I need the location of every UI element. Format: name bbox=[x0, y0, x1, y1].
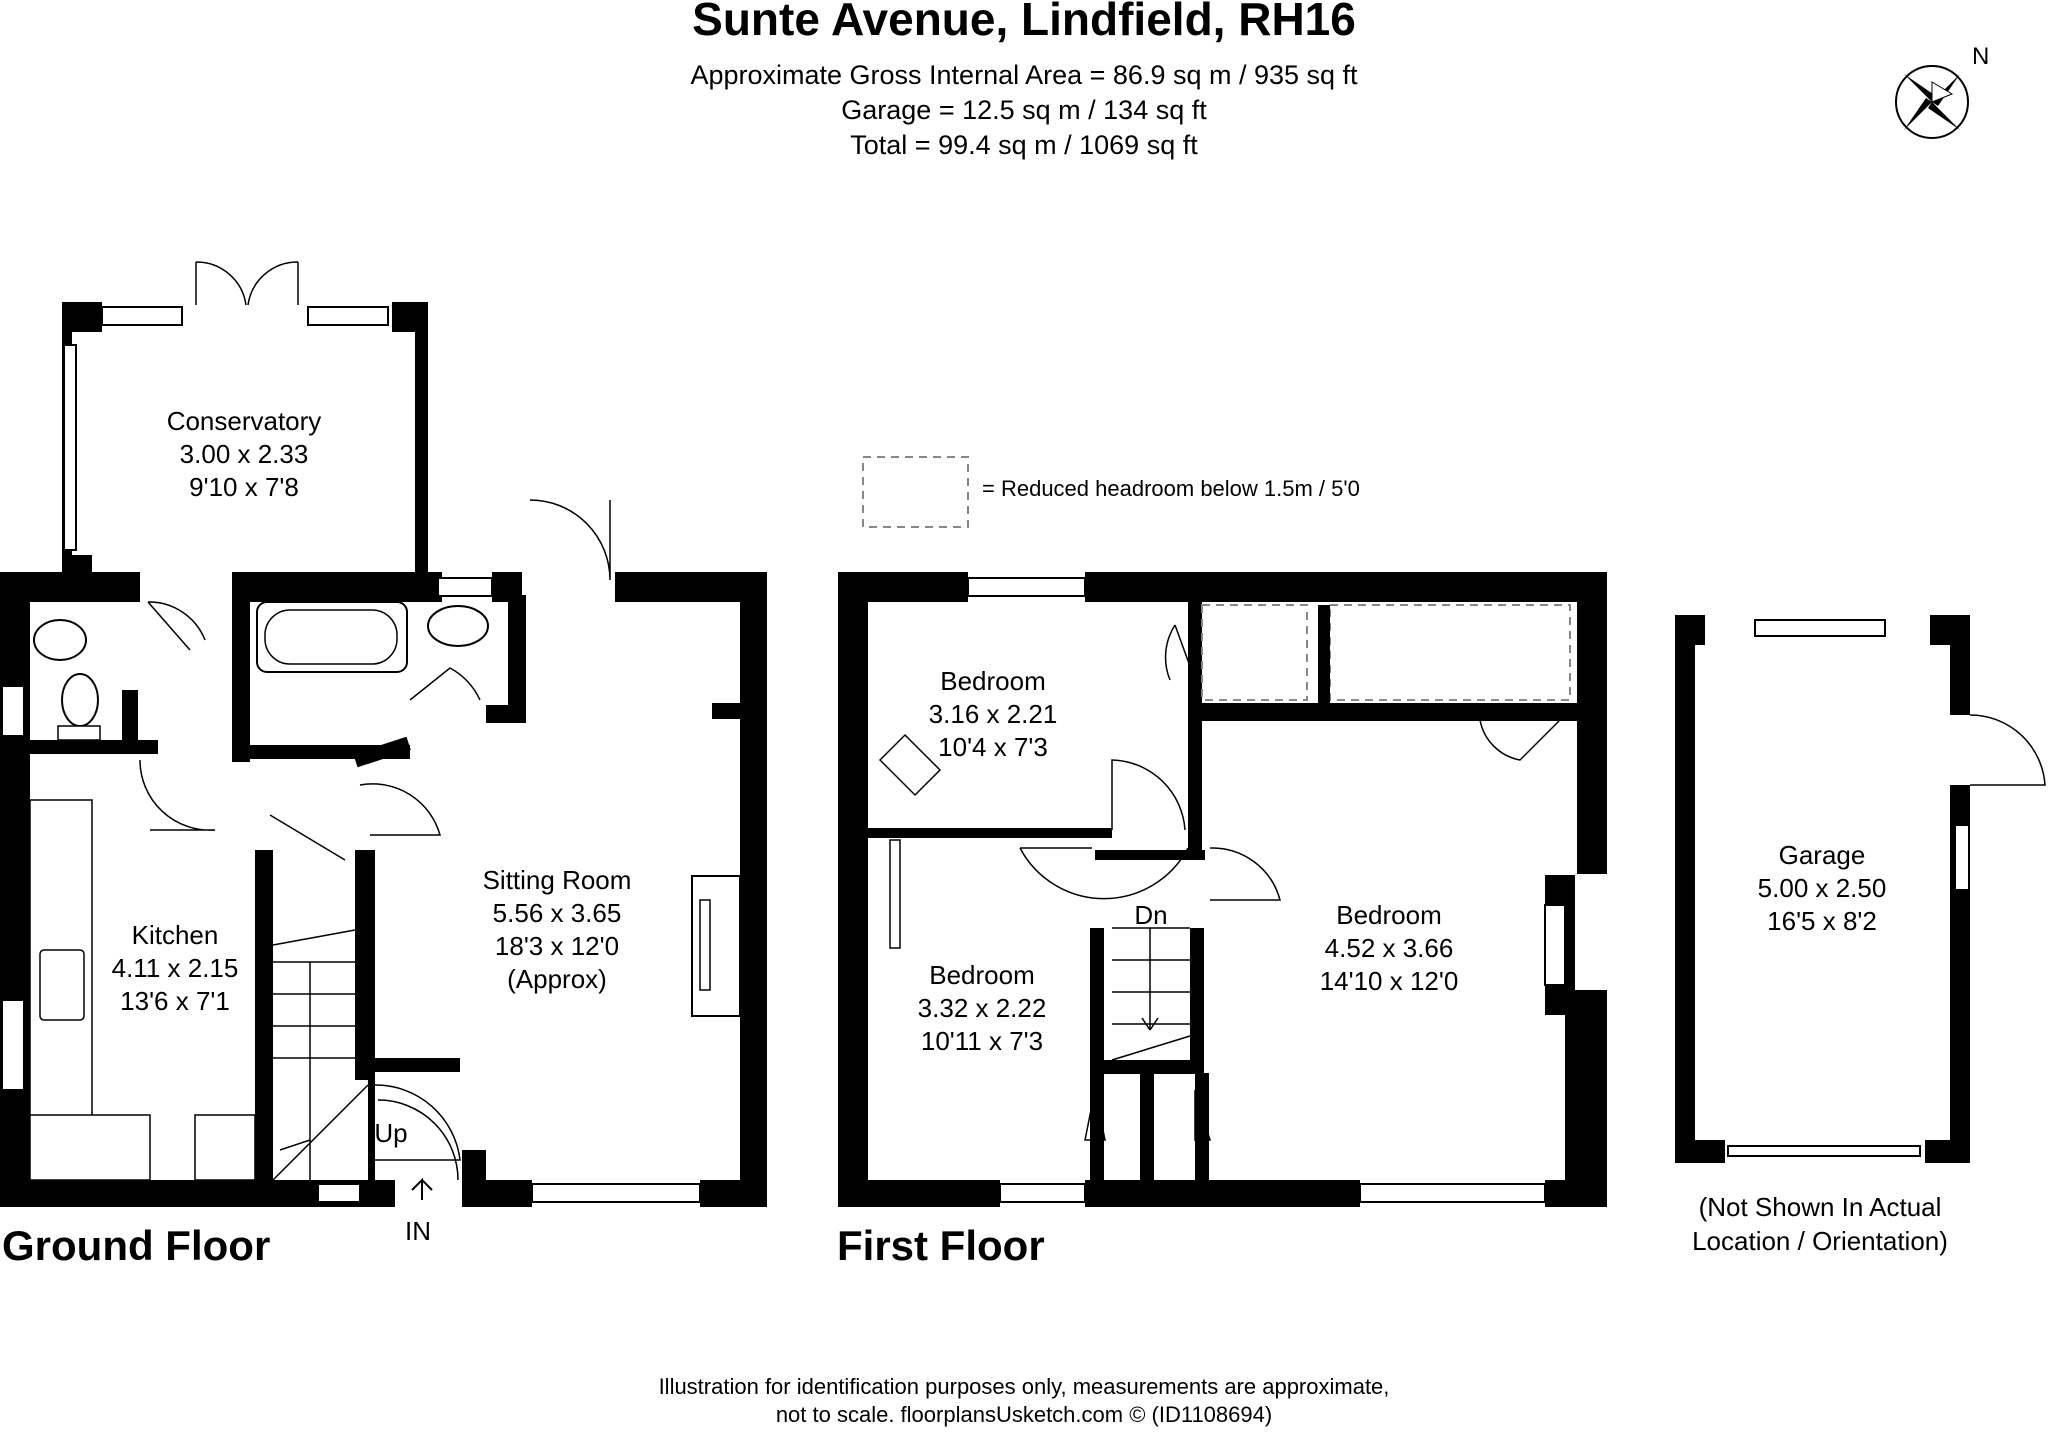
bedroom-main-imperial: 14'10 x 12'0 bbox=[1320, 966, 1459, 996]
kitchen-imperial: 13'6 x 7'1 bbox=[120, 986, 230, 1016]
disclaimer-line2: not to scale. floorplansUsketch.com © (I… bbox=[775, 1402, 1273, 1427]
bedroom-small-metric: 3.16 x 2.21 bbox=[929, 699, 1058, 729]
garage-name: Garage bbox=[1779, 840, 1866, 870]
sitting-room-imperial: 18'3 x 12'0 bbox=[495, 931, 619, 961]
compass-north-label: N bbox=[1972, 44, 1989, 70]
conservatory-imperial: 9'10 x 7'8 bbox=[189, 472, 299, 502]
garage-metric: 5.00 x 2.50 bbox=[1758, 873, 1887, 903]
sitting-room-note: (Approx) bbox=[507, 964, 607, 994]
reduced-headroom-legend-text: = Reduced headroom below 1.5m / 5'0 bbox=[982, 476, 1360, 501]
stairs-down-label: Dn bbox=[1134, 900, 1167, 930]
room-labels: Conservatory 3.00 x 2.33 9'10 x 7'8 Kitc… bbox=[112, 406, 1887, 1246]
garage-note-line1: (Not Shown In Actual bbox=[1698, 1192, 1942, 1222]
bedroom-main-metric: 4.52 x 3.66 bbox=[1325, 933, 1454, 963]
stairs-up-label: Up bbox=[374, 1118, 407, 1148]
garage-note-line2: Location / Orientation) bbox=[1692, 1226, 1948, 1256]
bedroom-left-imperial: 10'11 x 7'3 bbox=[921, 1026, 1043, 1056]
compass-rose-icon: N bbox=[1895, 44, 1989, 139]
ground-floor-label: Ground Floor bbox=[2, 1222, 271, 1269]
sitting-room-metric: 5.56 x 3.65 bbox=[493, 898, 622, 928]
garage-imperial: 16'5 x 8'2 bbox=[1767, 906, 1877, 936]
conservatory-name: Conservatory bbox=[167, 406, 322, 436]
garage-plan bbox=[1675, 615, 2046, 1163]
bedroom-left-name: Bedroom bbox=[929, 960, 1035, 990]
ground-floor-plan bbox=[0, 261, 767, 1207]
conservatory-metric: 3.00 x 2.33 bbox=[180, 439, 309, 469]
plan-title: Sunte Avenue, Lindfield, RH16 bbox=[692, 0, 1356, 45]
first-floor-label: First Floor bbox=[837, 1222, 1045, 1269]
garage-area-line: Garage = 12.5 sq m / 134 sq ft bbox=[841, 95, 1207, 125]
total-area-line: Total = 99.4 sq m / 1069 sq ft bbox=[850, 130, 1198, 160]
bedroom-main-name: Bedroom bbox=[1336, 900, 1442, 930]
first-floor-plan bbox=[838, 572, 1607, 1207]
bedroom-small-imperial: 10'4 x 7'3 bbox=[938, 732, 1048, 762]
kitchen-metric: 4.11 x 2.15 bbox=[112, 953, 239, 983]
bedroom-small-name: Bedroom bbox=[940, 666, 1046, 696]
reduced-headroom-legend-swatch bbox=[862, 456, 969, 528]
disclaimer-line1: Illustration for identification purposes… bbox=[658, 1374, 1390, 1399]
kitchen-name: Kitchen bbox=[132, 920, 219, 950]
sitting-room-name: Sitting Room bbox=[483, 865, 632, 895]
entrance-label: IN bbox=[405, 1216, 431, 1246]
bedroom-left-metric: 3.32 x 2.22 bbox=[918, 993, 1047, 1023]
gross-area-line: Approximate Gross Internal Area = 86.9 s… bbox=[690, 60, 1358, 90]
